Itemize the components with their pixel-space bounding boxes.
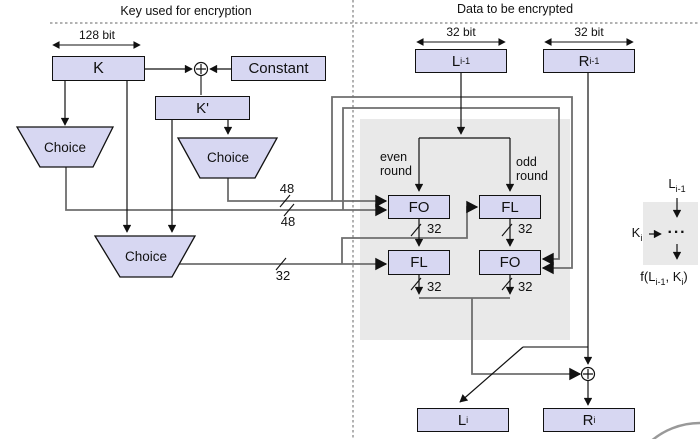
even-round-label: even round [380, 150, 412, 179]
mini-l-text: L [668, 176, 676, 191]
mini-f-p2: , K [665, 269, 682, 284]
r-next-text: R [582, 411, 594, 429]
fo-even-out-label: 32 [427, 221, 442, 236]
constant-box: Constant [231, 56, 326, 81]
odd-round-word: round [516, 169, 548, 184]
fo-odd-out-label: 32 [518, 279, 533, 294]
mini-k-text: K [631, 225, 641, 240]
key-kprime-box: K' [155, 96, 250, 120]
mini-f-output-label: f(Li-1, Ki) [625, 269, 700, 287]
fl-even-box: FL [388, 250, 450, 275]
right-data-width-label: 32 bit [574, 25, 604, 39]
mini-f-p1: f(L [640, 269, 656, 284]
section-title-data: Data to be encrypted [456, 2, 574, 16]
tick-fo-even-out [410, 223, 422, 237]
mini-ellipsis: ··· [667, 224, 687, 241]
odd-round-label: odd round [516, 155, 548, 184]
key-width-label: 128 bit [78, 28, 116, 42]
bus-width-ticks [275, 194, 513, 291]
mini-k-label: Ki [626, 225, 648, 243]
even-word: even [380, 150, 408, 164]
mini-k-subscript: i [640, 233, 643, 243]
choice2-label: Choice [206, 150, 250, 165]
wire-48-upper [227, 178, 388, 208]
fo-even-box: FO [388, 195, 450, 219]
xor-key-cross [196, 64, 206, 74]
line-diagonal-to-l-next [459, 346, 524, 403]
bus32-kl-label: 32 [275, 268, 291, 283]
wire-wrap-inner [342, 107, 560, 266]
fo-odd-box: FO [479, 250, 541, 275]
xor-nodes [193, 61, 596, 382]
corner-arc-decoration [651, 421, 700, 439]
choice-shapes [15, 126, 279, 278]
round-function-panel [360, 119, 570, 340]
left-data-width-label: 32 bit [446, 25, 476, 39]
choice3-label: Choice [124, 249, 168, 264]
bus48-upper-label: 48 [279, 181, 295, 196]
odd-word: odd [516, 155, 537, 169]
bit-width-arrows [52, 38, 634, 49]
tick-fl-even-out [410, 277, 422, 291]
r-prev-text: R [578, 52, 590, 70]
section-title-key: Key used for encryption [120, 4, 252, 18]
tick-48-upper [279, 194, 291, 208]
mini-f-s1: i-1 [655, 277, 666, 287]
mini-f-s2: i [681, 277, 684, 287]
signal-lines [60, 64, 682, 406]
xor-data-cross [583, 369, 593, 379]
tick-48-lower [283, 203, 295, 217]
tick-fo-odd-out [501, 277, 513, 291]
fl-even-out-label: 32 [427, 279, 442, 294]
choice2-shape [176, 137, 279, 179]
wire-48-lower [65, 167, 388, 217]
choice1-label: Choice [43, 140, 87, 155]
wire-wrap-outer [331, 96, 573, 275]
key-bus-wires [65, 76, 588, 381]
choice1-shape [15, 126, 115, 168]
mini-l-prev-label: Li-1 [650, 176, 700, 194]
choice3-shape [93, 235, 197, 278]
key-k-box: K [52, 56, 145, 81]
mini-f-p3: ) [683, 269, 688, 284]
fl-odd-box: FL [479, 195, 541, 219]
even-round-word: round [380, 164, 412, 179]
l-next-text: L [457, 411, 467, 429]
tick-fl-odd-out [501, 223, 513, 237]
l-prev-text: L [451, 52, 461, 70]
wire-f-output [471, 298, 582, 381]
mini-l-subscript: i-1 [675, 184, 686, 194]
tick-32-kl [275, 257, 287, 271]
fl-odd-out-label: 32 [518, 221, 533, 236]
section-divider-lines [50, 0, 700, 439]
wire-32-kl-branch [341, 200, 479, 264]
bus48-lower-label: 48 [280, 214, 296, 229]
